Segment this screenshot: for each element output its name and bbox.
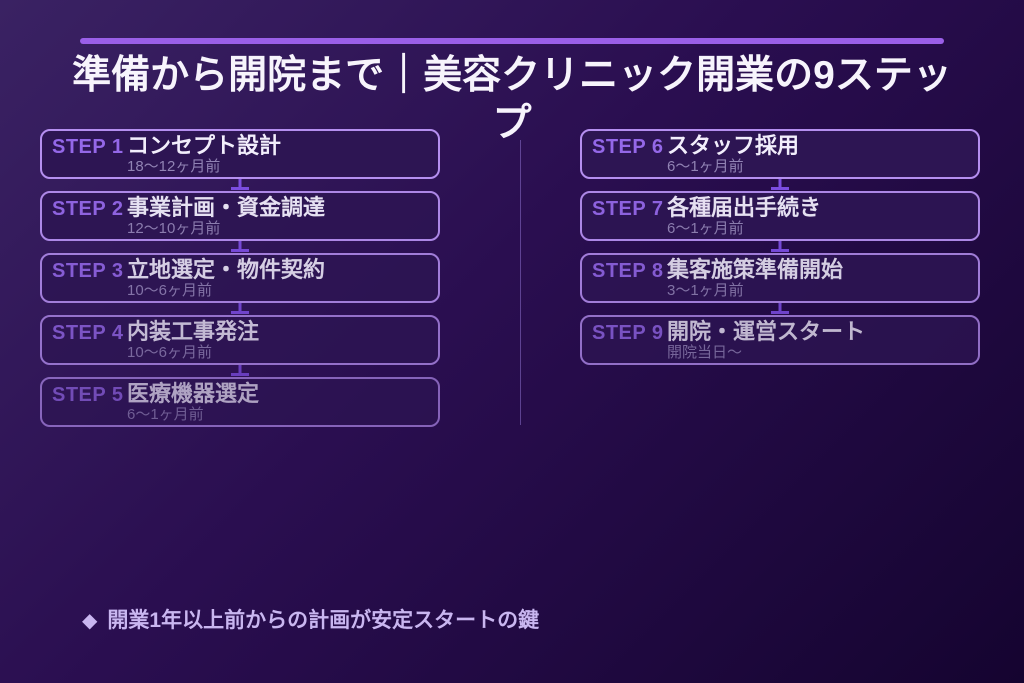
step-title: スタッフ採用 <box>667 133 800 158</box>
step-text: 各種届出手続き 6〜1ヶ月前 <box>667 196 821 238</box>
step-item: STEP 9 開院・運営スタート 開院当日〜 <box>580 315 980 365</box>
step-box: STEP 5 医療機器選定 6〜1ヶ月前 <box>40 377 440 427</box>
step-period: 6〜1ヶ月前 <box>127 406 204 423</box>
step-period: 10〜6ヶ月前 <box>127 282 213 299</box>
step-number-label: STEP 6 <box>592 136 664 158</box>
step-text: コンセプト設計 18〜12ヶ月前 <box>127 134 281 176</box>
step-text: 事業計画・資金調達 12〜10ヶ月前 <box>127 196 325 238</box>
step-item: STEP 8 集客施策準備開始 3〜1ヶ月前 <box>580 253 980 315</box>
step-title: 開院・運営スタート <box>667 319 866 344</box>
step-title: 医療機器選定 <box>127 381 260 406</box>
down-arrow-connector <box>771 241 789 253</box>
footer-note-text: 開業1年以上前からの計画が安定スタートの鍵 <box>107 609 540 632</box>
step-period: 6〜1ヶ月前 <box>667 220 744 237</box>
down-arrow-connector <box>771 179 789 191</box>
step-title: 立地選定・物件契約 <box>127 257 326 282</box>
step-number-label: STEP 8 <box>592 260 664 282</box>
down-arrow-connector <box>231 241 249 253</box>
step-box: STEP 4 内装工事発注 10〜6ヶ月前 <box>40 315 440 365</box>
step-number-label: STEP 9 <box>592 322 664 344</box>
step-period: 3〜1ヶ月前 <box>667 282 744 299</box>
step-box: STEP 8 集客施策準備開始 3〜1ヶ月前 <box>580 253 980 303</box>
step-item: STEP 5 医療機器選定 6〜1ヶ月前 <box>40 377 440 427</box>
top-accent-bar <box>80 38 944 44</box>
step-period: 18〜12ヶ月前 <box>127 158 221 175</box>
step-title: 集客施策準備開始 <box>667 257 844 282</box>
down-arrow-connector <box>771 303 789 315</box>
step-number-label: STEP 3 <box>52 260 124 282</box>
step-box: STEP 1 コンセプト設計 18〜12ヶ月前 <box>40 129 440 179</box>
step-period: 開院当日〜 <box>667 344 743 361</box>
step-title: 内装工事発注 <box>127 319 260 344</box>
step-number-label: STEP 7 <box>592 198 664 220</box>
down-arrow-connector <box>231 303 249 315</box>
down-arrow-connector <box>231 365 249 377</box>
step-box: STEP 6 スタッフ採用 6〜1ヶ月前 <box>580 129 980 179</box>
down-arrow-connector <box>231 179 249 191</box>
steps-column-left: STEP 1 コンセプト設計 18〜12ヶ月前 STEP 2 事業計画・資金調達… <box>40 129 440 427</box>
step-text: スタッフ採用 6〜1ヶ月前 <box>667 134 799 176</box>
step-box: STEP 2 事業計画・資金調達 12〜10ヶ月前 <box>40 191 440 241</box>
diamond-icon: ◆ <box>82 610 98 632</box>
step-box: STEP 7 各種届出手続き 6〜1ヶ月前 <box>580 191 980 241</box>
page-title-text: 準備から開院まで｜美容クリニック開業の9ステップ <box>72 54 952 145</box>
footer-note: ◆ 開業1年以上前からの計画が安定スタートの鍵 <box>82 608 539 634</box>
step-number-label: STEP 2 <box>52 198 124 220</box>
step-title: コンセプト設計 <box>127 133 282 158</box>
step-period: 10〜6ヶ月前 <box>127 344 213 361</box>
step-number-label: STEP 5 <box>52 384 124 406</box>
step-number-label: STEP 1 <box>52 136 124 158</box>
step-title: 事業計画・資金調達 <box>127 195 326 220</box>
step-box: STEP 3 立地選定・物件契約 10〜6ヶ月前 <box>40 253 440 303</box>
step-text: 開院・運営スタート 開院当日〜 <box>667 320 865 362</box>
step-text: 集客施策準備開始 3〜1ヶ月前 <box>667 258 843 300</box>
step-period: 6〜1ヶ月前 <box>667 158 744 175</box>
step-item: STEP 3 立地選定・物件契約 10〜6ヶ月前 <box>40 253 440 315</box>
step-item: STEP 1 コンセプト設計 18〜12ヶ月前 <box>40 129 440 191</box>
step-text: 医療機器選定 6〜1ヶ月前 <box>127 382 259 424</box>
step-title: 各種届出手続き <box>667 195 822 220</box>
step-period: 12〜10ヶ月前 <box>127 220 221 237</box>
column-divider-line <box>520 140 521 425</box>
page-title: 準備から開院まで｜美容クリニック開業の9ステップ <box>0 52 1024 147</box>
step-item: STEP 7 各種届出手続き 6〜1ヶ月前 <box>580 191 980 253</box>
steps-column-right: STEP 6 スタッフ採用 6〜1ヶ月前 STEP 7 各種届出手続き 6〜1ヶ… <box>580 129 980 365</box>
step-text: 立地選定・物件契約 10〜6ヶ月前 <box>127 258 325 300</box>
step-number-label: STEP 4 <box>52 322 124 344</box>
step-box: STEP 9 開院・運営スタート 開院当日〜 <box>580 315 980 365</box>
step-item: STEP 6 スタッフ採用 6〜1ヶ月前 <box>580 129 980 191</box>
step-text: 内装工事発注 10〜6ヶ月前 <box>127 320 259 362</box>
step-item: STEP 4 内装工事発注 10〜6ヶ月前 <box>40 315 440 377</box>
step-item: STEP 2 事業計画・資金調達 12〜10ヶ月前 <box>40 191 440 253</box>
